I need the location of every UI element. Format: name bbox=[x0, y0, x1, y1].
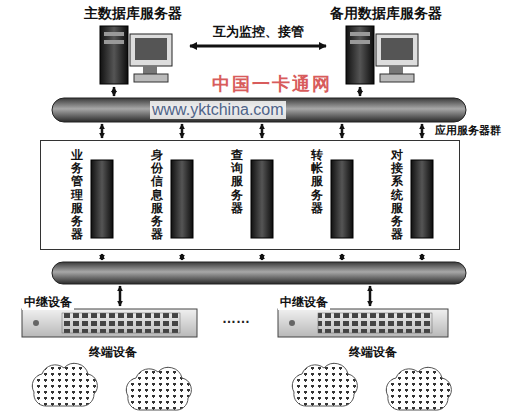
connector-arrow bbox=[190, 45, 326, 48]
database-server-icon bbox=[350, 40, 370, 44]
database-server-icon bbox=[130, 34, 172, 66]
database-server-icon bbox=[134, 74, 168, 82]
node-label: 终端设备 bbox=[87, 344, 139, 360]
bus-arrow bbox=[113, 87, 116, 96]
app-server-icon bbox=[171, 160, 193, 238]
app-server: 转帐服务器 bbox=[311, 149, 355, 215]
switch-icon bbox=[22, 309, 448, 337]
app-server: 对接系统服务器 bbox=[391, 149, 435, 241]
terminal-cloud bbox=[32, 363, 451, 410]
relay-switch: 中继设备 bbox=[22, 292, 197, 338]
bus-arrow bbox=[369, 286, 372, 306]
database-server-icon bbox=[135, 38, 167, 60]
vertical-label: 查询服务器 bbox=[231, 149, 243, 215]
node-label: 备用数据库服务器 bbox=[328, 4, 448, 22]
bus-arrow bbox=[341, 254, 344, 260]
database-server-icon bbox=[100, 26, 128, 84]
app-server: 身份信息服务器 bbox=[151, 149, 195, 241]
vertical-label: 身份信息服务器 bbox=[151, 149, 163, 241]
database-server-icon bbox=[381, 38, 413, 60]
app-server-icon bbox=[251, 160, 273, 238]
switch-icon bbox=[62, 313, 180, 333]
bus-arrow bbox=[102, 87, 422, 306]
relay-switch: 中继设备 bbox=[278, 292, 448, 338]
watermark-url: www.yktchina.com bbox=[150, 101, 286, 119]
switch-icon bbox=[33, 320, 39, 326]
bus-arrow bbox=[101, 254, 104, 260]
node-label: 主数据库服务器 bbox=[82, 4, 188, 22]
node-label: 中继设备 bbox=[278, 295, 330, 310]
bus-arrow bbox=[261, 254, 264, 260]
database-server-icon bbox=[104, 40, 124, 44]
database-server: 备用数据库服务器 bbox=[328, 4, 448, 88]
bus-arrow bbox=[421, 124, 424, 138]
watermark: 中国一卡通网 bbox=[212, 72, 332, 96]
node-label: 终端设备 bbox=[347, 344, 399, 360]
bus-arrow bbox=[181, 254, 184, 260]
app-server-icon bbox=[91, 160, 433, 238]
vertical-label: 对接系统服务器 bbox=[391, 149, 403, 241]
bus-arrow bbox=[341, 124, 344, 138]
bus-arrow bbox=[101, 124, 104, 138]
database-server-icon bbox=[376, 34, 418, 66]
server-group-box: 应用服务器群业务管理服务器身份信息服务器查询服务器转帐服务器对接系统服务器 bbox=[40, 140, 460, 250]
app-server: 业务管理服务器 bbox=[71, 149, 115, 241]
database-server-icon bbox=[143, 66, 157, 74]
network-bus bbox=[52, 262, 466, 284]
bus-arrow bbox=[119, 286, 122, 306]
terminal-cloud bbox=[386, 367, 451, 410]
app-server-icon bbox=[331, 160, 353, 238]
terminal-cloud bbox=[126, 367, 191, 410]
switch-icon bbox=[278, 309, 448, 337]
terminal-cloud bbox=[292, 363, 357, 406]
terminal-cloud bbox=[32, 363, 97, 406]
app-server-icon bbox=[411, 160, 433, 238]
node-label: 中继设备 bbox=[22, 295, 74, 310]
terminal-group: 终端设备 bbox=[28, 342, 198, 410]
app-server: 查询服务器 bbox=[231, 149, 275, 215]
database-server-icon bbox=[346, 26, 418, 84]
network-bus bbox=[52, 98, 466, 122]
bus-arrow bbox=[421, 254, 424, 260]
database-server-icon bbox=[100, 26, 172, 84]
group-heading: 应用服务器群 bbox=[433, 123, 503, 138]
database-server-icon bbox=[104, 32, 124, 36]
switch-icon bbox=[22, 309, 197, 337]
ellipsis: …… bbox=[222, 310, 250, 326]
bus-arrow bbox=[261, 124, 264, 138]
database-server-icon bbox=[350, 32, 370, 36]
switch-icon bbox=[318, 313, 432, 333]
switch-icon bbox=[289, 320, 295, 326]
database-server-icon bbox=[380, 74, 414, 82]
edge-label: 互为监控、接管 bbox=[211, 24, 306, 40]
app-server-icon bbox=[91, 160, 113, 238]
database-server-icon bbox=[389, 66, 403, 74]
database-server: 主数据库服务器 bbox=[82, 4, 188, 88]
bus-arrow bbox=[359, 87, 362, 96]
vertical-label: 业务管理服务器 bbox=[71, 149, 83, 241]
bus-arrow bbox=[181, 124, 184, 138]
database-server-icon bbox=[346, 26, 374, 84]
vertical-label: 转帐服务器 bbox=[311, 149, 323, 215]
terminal-group: 终端设备 bbox=[288, 342, 458, 410]
